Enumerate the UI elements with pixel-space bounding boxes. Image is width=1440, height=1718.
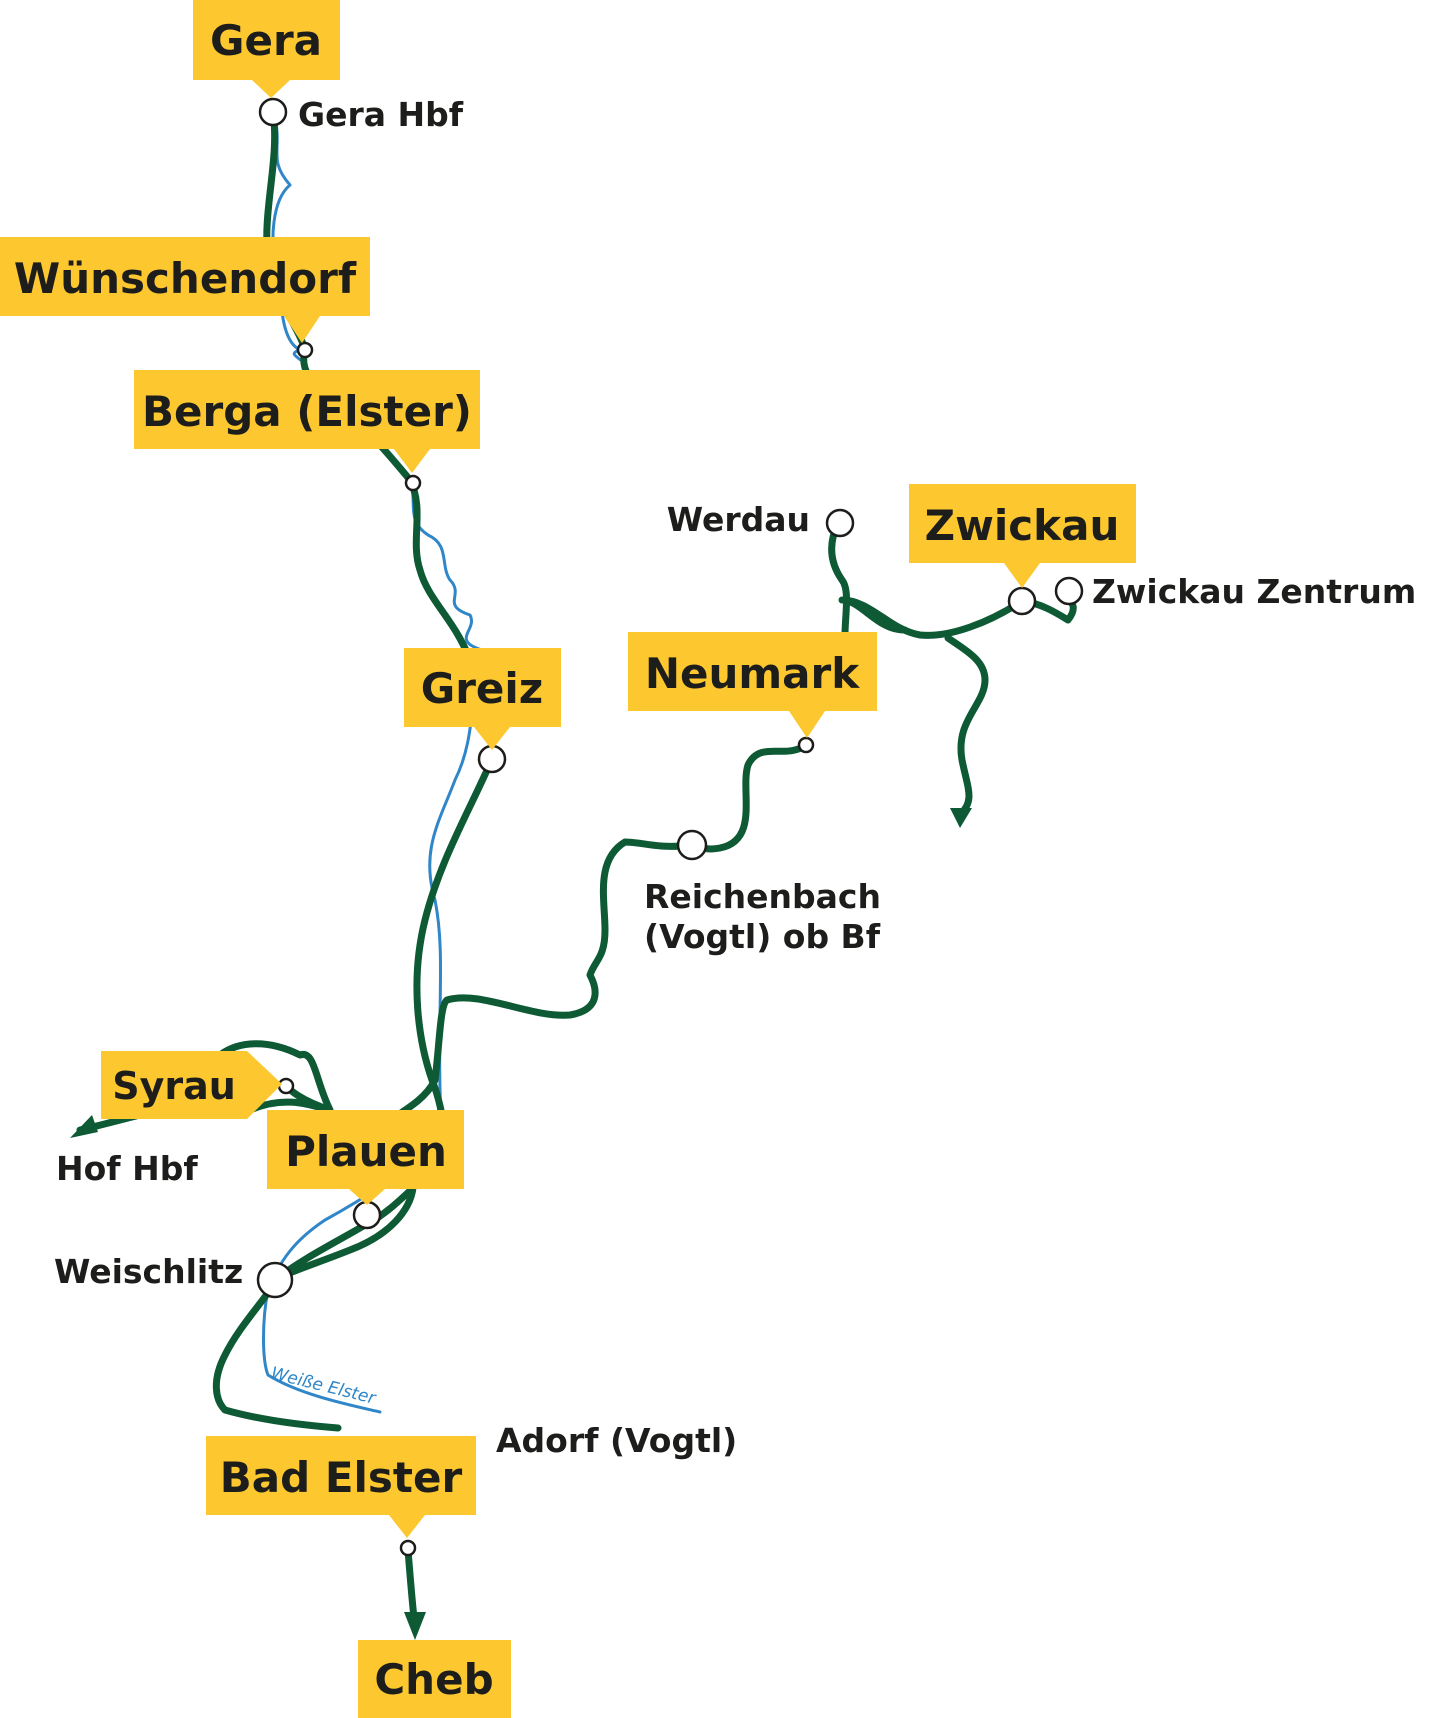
station-marker-icon bbox=[404, 474, 422, 492]
direction-arrow-icon bbox=[950, 808, 972, 828]
station-marker-icon bbox=[352, 1200, 382, 1230]
city-name: Plauen bbox=[285, 1127, 447, 1176]
city-name: Cheb bbox=[374, 1655, 493, 1704]
station-label-reichenbach-2: (Vogtl) ob Bf bbox=[644, 917, 881, 956]
river-label: Weiße Elster bbox=[269, 1363, 379, 1409]
station-marker-icon bbox=[258, 97, 288, 127]
rail-zwickau-south bbox=[944, 634, 989, 819]
city-label-zwickau: Zwickau bbox=[909, 484, 1136, 588]
station-label-reichenbach-1: Reichenbach bbox=[644, 877, 881, 916]
city-label-plauen: Plauen bbox=[267, 1110, 464, 1205]
station-label-hof-hbf: Hof Hbf bbox=[56, 1149, 198, 1188]
station-marker-icon bbox=[676, 829, 708, 861]
station-label-werdau: Werdau bbox=[667, 500, 810, 539]
station-marker-icon bbox=[277, 1077, 295, 1095]
city-name: Berga (Elster) bbox=[142, 387, 472, 436]
station-marker-icon bbox=[256, 1261, 294, 1299]
stations bbox=[256, 97, 1084, 1557]
station-marker-icon bbox=[797, 736, 815, 754]
station-marker-icon bbox=[1007, 586, 1037, 616]
city-label-bad-elster: Bad Elster bbox=[206, 1436, 476, 1538]
direction-arrow-icon bbox=[70, 1115, 98, 1138]
city-label-cheb: Cheb bbox=[358, 1640, 511, 1718]
city-name: Gera bbox=[210, 16, 322, 65]
station-marker-icon bbox=[399, 1539, 417, 1557]
station-label-weischlitz: Weischlitz bbox=[54, 1252, 243, 1291]
station-marker-icon bbox=[825, 508, 855, 538]
city-name: Neumark bbox=[645, 649, 860, 698]
city-name: Greiz bbox=[421, 664, 544, 713]
direction-arrow-icon bbox=[404, 1612, 426, 1640]
rail-lines bbox=[76, 108, 1077, 1622]
direction-arrows bbox=[70, 808, 972, 1640]
rail-neumark-plauen bbox=[346, 741, 810, 1164]
city-label-wuenschendorf: Wünschendorf bbox=[0, 237, 370, 343]
city-label-neumark: Neumark bbox=[628, 632, 877, 738]
rail-bad-elster-cheb bbox=[404, 1546, 418, 1622]
rail-berga-greiz bbox=[406, 476, 474, 664]
station-label-adorf: Adorf (Vogtl) bbox=[496, 1421, 737, 1460]
city-name: Bad Elster bbox=[220, 1453, 463, 1502]
city-name: Wünschendorf bbox=[14, 254, 357, 303]
rail-greiz-plauen bbox=[413, 755, 496, 1136]
city-name: Syrau bbox=[112, 1064, 236, 1108]
city-name: Zwickau bbox=[925, 501, 1120, 550]
rail-weischlitz-bad-elster bbox=[212, 1274, 342, 1432]
city-label-berga: Berga (Elster) bbox=[134, 370, 480, 473]
station-labels: Gera Hbf Werdau Zwickau Zentrum Reichenb… bbox=[54, 95, 1416, 1460]
rail-plauen-weischlitz bbox=[274, 1184, 417, 1282]
city-labels: Gera Wünschendorf Berga (Elster) Greiz N… bbox=[0, 0, 1136, 1718]
station-marker-icon bbox=[296, 341, 314, 359]
station-marker-icon bbox=[1054, 576, 1084, 606]
rail-werdau-zwickau bbox=[828, 519, 1077, 639]
city-label-gera: Gera bbox=[193, 0, 340, 98]
station-label-gera-hbf: Gera Hbf bbox=[298, 95, 464, 134]
city-label-syrau: Syrau bbox=[101, 1051, 282, 1119]
station-label-zwickau-zentrum: Zwickau Zentrum bbox=[1092, 572, 1416, 611]
city-label-greiz: Greiz bbox=[404, 648, 561, 750]
